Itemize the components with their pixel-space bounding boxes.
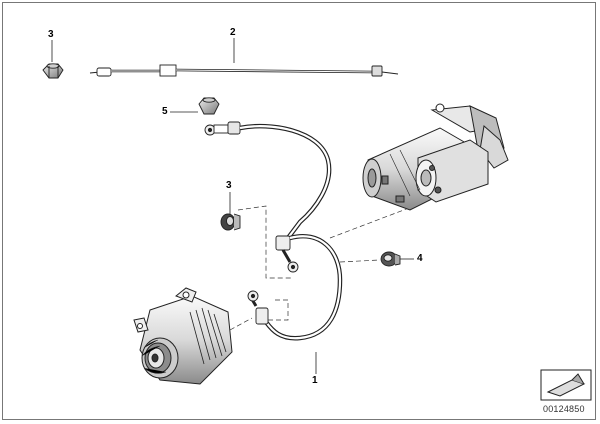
hex-nut-icon [42, 63, 64, 79]
starter-motor-icon [362, 103, 509, 211]
callout-1: 1 [312, 375, 318, 386]
hex-nut-icon [198, 97, 220, 115]
rubber-grommet-icon [220, 213, 241, 231]
callout-3-top: 3 [48, 29, 54, 40]
callout-3-mid: 3 [226, 180, 232, 191]
document-number: 00124850 [543, 404, 585, 414]
battery-cable-icon [204, 121, 343, 341]
assembly-line-a [237, 205, 292, 279]
assembly-line-e [229, 317, 253, 331]
alternator-icon [133, 287, 233, 385]
diagram-frame [2, 2, 596, 420]
assembly-line-b [258, 299, 289, 321]
callout-4: 4 [417, 253, 423, 264]
rubber-grommet-icon [380, 251, 401, 267]
catalog-corner-icon [540, 369, 592, 401]
assembly-line-d [339, 259, 381, 263]
callout-2: 2 [230, 27, 236, 38]
callout-5: 5 [162, 106, 168, 117]
thin-cable [89, 64, 399, 77]
